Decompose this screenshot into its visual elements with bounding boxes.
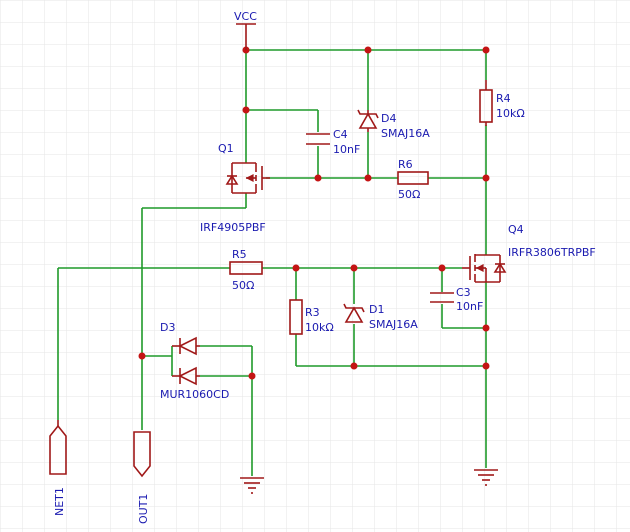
diode-d3[interactable]: D3 MUR1060CD: [160, 321, 229, 401]
capacitor-c4[interactable]: C4 10nF: [306, 128, 360, 156]
wires: [57, 49, 487, 476]
c3-value: 10nF: [456, 300, 483, 313]
r5-value: 50Ω: [232, 279, 254, 292]
vcc-power-symbol[interactable]: VCC: [234, 10, 257, 50]
r5-ref: R5: [232, 248, 247, 261]
c3-ref: C3: [456, 286, 471, 299]
diode-d4[interactable]: D4 SMAJ16A: [357, 109, 430, 140]
junctions: [138, 46, 490, 380]
mosfet-q4[interactable]: Q4 IRFR3806TRPBF: [462, 223, 596, 283]
c4-value: 10nF: [333, 143, 360, 156]
d4-part: SMAJ16A: [381, 127, 430, 140]
out1-label: OUT1: [137, 494, 150, 524]
d4-ref: D4: [381, 112, 396, 125]
c4-ref: C4: [333, 128, 348, 141]
r3-ref: R3: [305, 306, 320, 319]
port-out1[interactable]: OUT1: [133, 431, 151, 524]
resistor-r6[interactable]: R6 50Ω: [397, 158, 429, 201]
d3-part: MUR1060CD: [160, 388, 229, 401]
vcc-label: VCC: [234, 10, 257, 23]
r4-ref: R4: [496, 92, 511, 105]
ground-symbol-d3: [240, 477, 264, 494]
mosfet-q1[interactable]: Q1 IRF4905PBF: [200, 142, 270, 234]
q4-part: IRFR3806TRPBF: [508, 246, 596, 259]
d3-ref: D3: [160, 321, 175, 334]
q1-ref: Q1: [218, 142, 234, 155]
d1-ref: D1: [369, 303, 384, 316]
r4-value: 10kΩ: [496, 107, 525, 120]
resistor-r3[interactable]: R3 10kΩ: [289, 299, 334, 335]
capacitor-c3[interactable]: C3 10nF: [430, 286, 483, 313]
q1-part: IRF4905PBF: [200, 221, 266, 234]
resistor-r5[interactable]: R5 50Ω: [229, 248, 263, 292]
r3-value: 10kΩ: [305, 321, 334, 334]
net1-label: NET1: [53, 487, 66, 516]
port-net1[interactable]: NET1: [49, 420, 67, 516]
d1-part: SMAJ16A: [369, 318, 418, 331]
r6-value: 50Ω: [398, 188, 420, 201]
r6-ref: R6: [398, 158, 413, 171]
resistor-r4[interactable]: R4 10kΩ: [479, 80, 525, 126]
ground-symbol-q4: [474, 469, 498, 486]
q4-ref: Q4: [508, 223, 524, 236]
diode-d1[interactable]: D1 SMAJ16A: [343, 303, 418, 331]
